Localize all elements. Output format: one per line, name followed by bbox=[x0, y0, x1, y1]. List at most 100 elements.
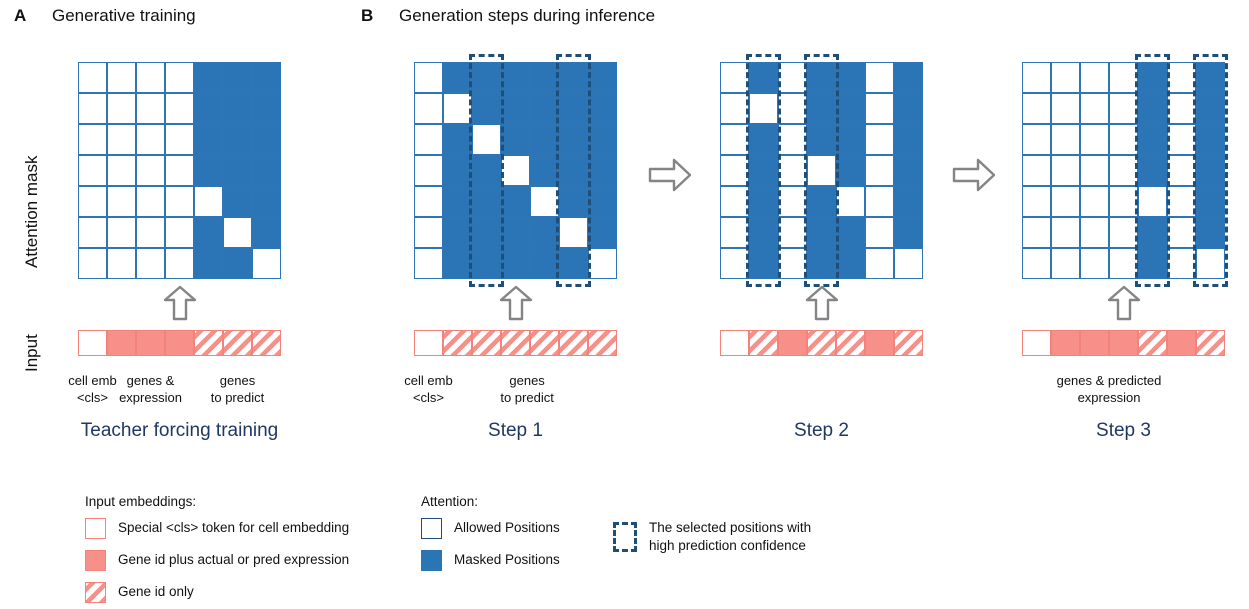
input-token-hatch bbox=[836, 330, 865, 356]
mask-cell bbox=[252, 124, 281, 155]
mask-cell bbox=[107, 248, 136, 279]
legend-swatch-masked-positions bbox=[421, 550, 442, 571]
mask-cell bbox=[894, 186, 923, 217]
mask-cell bbox=[865, 62, 894, 93]
arrow-up-icon-step-2 bbox=[805, 285, 838, 321]
mask-cell bbox=[223, 155, 252, 186]
input-token-hatch bbox=[894, 330, 923, 356]
input-token-cls bbox=[78, 330, 107, 356]
legend-item-cls-token: Special <cls> token for cell embedding bbox=[85, 518, 349, 539]
legend-heading-attention: Attention: bbox=[421, 494, 479, 509]
input-token-solid bbox=[1080, 330, 1109, 356]
panel-letter-a: A bbox=[14, 6, 27, 25]
mask-cell bbox=[1109, 124, 1138, 155]
mask-cell bbox=[1196, 93, 1225, 124]
mask-cell bbox=[1051, 62, 1080, 93]
legend-label-selected-positions: The selected positions with high predict… bbox=[649, 520, 812, 554]
mask-cell bbox=[501, 248, 530, 279]
mask-cell bbox=[894, 248, 923, 279]
mask-cell bbox=[749, 248, 778, 279]
mask-cell bbox=[807, 248, 836, 279]
mask-cell bbox=[1109, 217, 1138, 248]
mask-cell bbox=[1080, 248, 1109, 279]
mask-cell bbox=[194, 124, 223, 155]
mask-cell bbox=[807, 217, 836, 248]
mask-cell bbox=[443, 186, 472, 217]
mask-cell bbox=[1022, 217, 1051, 248]
legend-item-masked-positions: Masked Positions bbox=[421, 550, 560, 571]
axis-label-attention-mask: Attention mask bbox=[22, 155, 41, 268]
mask-cell bbox=[472, 93, 501, 124]
mask-cell bbox=[78, 155, 107, 186]
mask-cell bbox=[165, 248, 194, 279]
mask-cell bbox=[807, 155, 836, 186]
mask-cell bbox=[1109, 93, 1138, 124]
legend-label-allowed-positions: Allowed Positions bbox=[454, 520, 560, 536]
axis-label-input: Input bbox=[22, 334, 41, 372]
panel-letter-b: B bbox=[361, 6, 374, 25]
mask-cell bbox=[720, 124, 749, 155]
mask-cell bbox=[136, 124, 165, 155]
mask-cell bbox=[1080, 186, 1109, 217]
step-label-step-1: Step 1 bbox=[488, 420, 543, 441]
mask-cell bbox=[559, 93, 588, 124]
mask-cell bbox=[749, 62, 778, 93]
mask-cell bbox=[894, 155, 923, 186]
mask-cell bbox=[443, 217, 472, 248]
legend-label-cls-token: Special <cls> token for cell embedding bbox=[118, 520, 350, 536]
input-token-hatch bbox=[443, 330, 472, 356]
mask-cell bbox=[223, 186, 252, 217]
mask-cell bbox=[559, 248, 588, 279]
mask-cell bbox=[78, 217, 107, 248]
legend-item-gene-id-only: Gene id only bbox=[85, 582, 194, 603]
input-token-hatch bbox=[530, 330, 559, 356]
step-label-teacher-forcing: Teacher forcing training bbox=[80, 420, 279, 441]
step-label-step-3: Step 3 bbox=[1096, 420, 1151, 441]
mask-cell bbox=[1022, 93, 1051, 124]
mask-cell bbox=[194, 248, 223, 279]
mask-cell bbox=[223, 124, 252, 155]
mask-cell bbox=[107, 124, 136, 155]
token-group-caption: cell emb <cls> bbox=[404, 373, 453, 406]
mask-cell bbox=[472, 62, 501, 93]
mask-cell bbox=[530, 124, 559, 155]
mask-cell bbox=[1022, 248, 1051, 279]
mask-cell bbox=[78, 93, 107, 124]
mask-cell bbox=[720, 217, 749, 248]
mask-cell bbox=[865, 248, 894, 279]
mask-cell bbox=[414, 93, 443, 124]
panel-title-a: Generative training bbox=[52, 6, 196, 25]
mask-cell bbox=[894, 93, 923, 124]
mask-cell bbox=[194, 155, 223, 186]
arrow-right-icon-step2-to-step3 bbox=[952, 158, 996, 192]
mask-cell bbox=[894, 124, 923, 155]
input-token-hatch bbox=[559, 330, 588, 356]
input-token-hatch bbox=[1196, 330, 1225, 356]
mask-cell bbox=[501, 62, 530, 93]
mask-cell bbox=[165, 62, 194, 93]
mask-cell bbox=[414, 217, 443, 248]
mask-cell bbox=[749, 217, 778, 248]
mask-cell bbox=[1167, 62, 1196, 93]
mask-cell bbox=[778, 93, 807, 124]
mask-cell bbox=[1138, 62, 1167, 93]
mask-cell bbox=[1080, 93, 1109, 124]
input-token-hatch bbox=[807, 330, 836, 356]
legend-item-gene-expression: Gene id plus actual or pred expression bbox=[85, 550, 349, 571]
mask-cell bbox=[530, 93, 559, 124]
attention-mask-grid-step-2 bbox=[720, 62, 923, 279]
mask-cell bbox=[1138, 248, 1167, 279]
mask-cell bbox=[1022, 155, 1051, 186]
mask-cell bbox=[1080, 155, 1109, 186]
mask-cell bbox=[252, 93, 281, 124]
mask-cell bbox=[252, 62, 281, 93]
mask-cell bbox=[107, 93, 136, 124]
mask-cell bbox=[807, 186, 836, 217]
mask-cell bbox=[836, 62, 865, 93]
mask-cell bbox=[136, 93, 165, 124]
mask-cell bbox=[501, 155, 530, 186]
input-token-solid bbox=[1109, 330, 1138, 356]
mask-cell bbox=[136, 217, 165, 248]
mask-cell bbox=[807, 124, 836, 155]
mask-cell bbox=[588, 62, 617, 93]
